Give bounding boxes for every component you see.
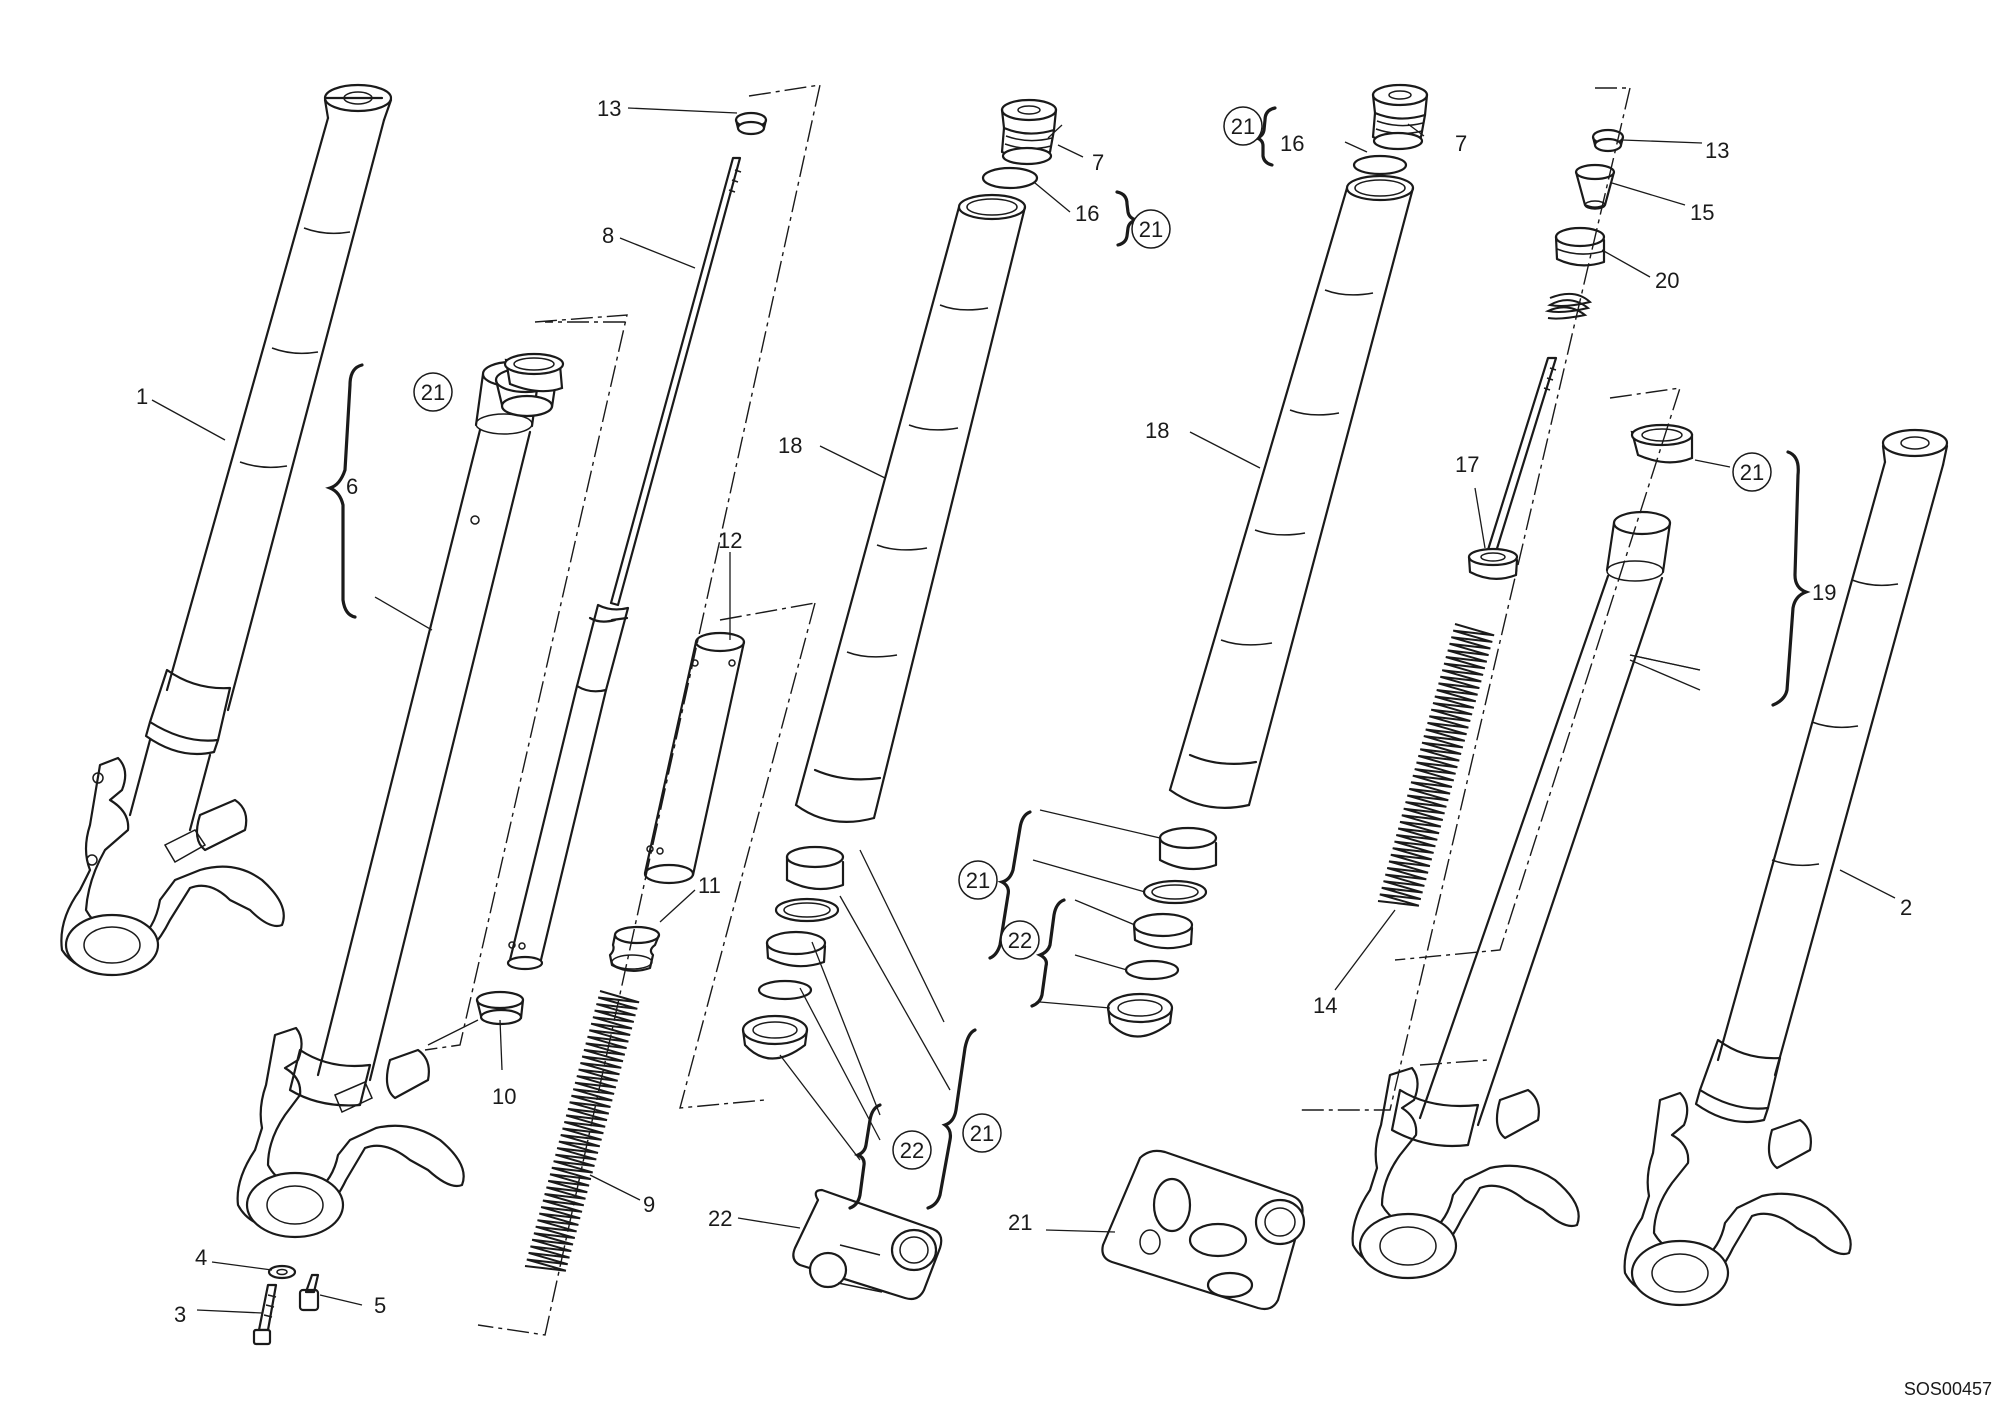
callout-circles — [413, 106, 1772, 1170]
nut-13-left — [734, 111, 768, 136]
label-13-right: 13 — [1705, 138, 1729, 163]
spring-9 — [524, 990, 640, 1272]
screw-3 — [252, 1283, 278, 1346]
spring-seat-15 — [1574, 163, 1616, 210]
label-16-right: 16 — [1280, 131, 1304, 156]
bushing-21-left — [503, 352, 565, 393]
assembly-lines — [424, 84, 1682, 1336]
label-5: 5 — [374, 1293, 386, 1318]
inner-tube-18-center — [794, 193, 1027, 823]
label-16-center: 16 — [1075, 201, 1099, 226]
label-7-right: 7 — [1455, 131, 1467, 156]
label-2: 2 — [1900, 895, 1912, 920]
bushing-20 — [1554, 226, 1606, 267]
small-spring — [1544, 292, 1593, 320]
label-18-right: 18 — [1145, 418, 1169, 443]
top-cap-7-center — [1000, 98, 1058, 166]
damper-rod-8 — [506, 156, 742, 971]
label-21-plain: 21 — [1008, 1210, 1032, 1235]
callout-22-b — [1000, 920, 1040, 960]
label-4: 4 — [195, 1245, 207, 1270]
bushing-17 — [1467, 547, 1519, 580]
part-labels: 1 13 8 6 7 16 18 12 11 10 9 22 4 3 5 16 … — [136, 96, 1912, 1327]
label-12: 12 — [718, 528, 742, 553]
callout-22-a-text: 22 — [900, 1138, 924, 1163]
seal-kit-21-box — [1101, 1149, 1306, 1311]
callout-21-f — [958, 860, 998, 900]
o-ring-16-right — [1352, 154, 1408, 176]
bushing-11 — [608, 925, 661, 972]
washer-4 — [267, 1264, 297, 1280]
bushing-21-right — [1630, 423, 1694, 464]
label-18-center: 18 — [778, 433, 802, 458]
inner-tube-18-right — [1168, 174, 1415, 809]
callout-21-b-text: 21 — [1139, 217, 1163, 242]
fork-leg-right-assembly — [1623, 428, 1949, 1307]
tube-12 — [643, 631, 746, 885]
label-11: 11 — [698, 873, 721, 898]
seals-stack-center — [741, 845, 845, 1060]
callout-21-e — [962, 1113, 1002, 1153]
fork-leg-left-assembly — [60, 83, 393, 977]
label-6: 6 — [346, 474, 358, 499]
callout-21-d-text: 21 — [1740, 460, 1764, 485]
screw-5 — [298, 1273, 320, 1312]
spring-14 — [1377, 623, 1495, 907]
callout-21-c-text: 21 — [1231, 114, 1255, 139]
label-3: 3 — [174, 1302, 186, 1327]
drawing-code: SOS00457 — [1904, 1379, 1992, 1399]
callout-21-c — [1223, 106, 1263, 146]
callout-labels: 21 21 21 21 21 21 22 22 — [421, 114, 1764, 1163]
callout-21-d — [1732, 452, 1772, 492]
label-1: 1 — [136, 384, 148, 409]
label-7-center: 7 — [1092, 150, 1104, 175]
o-ring-16-center — [981, 166, 1039, 190]
callout-22-a — [892, 1130, 932, 1170]
callout-21-f-text: 21 — [966, 868, 990, 893]
seals-stack-right — [1106, 826, 1218, 1038]
label-20: 20 — [1655, 268, 1679, 293]
label-10: 10 — [492, 1084, 516, 1109]
label-13-left: 13 — [597, 96, 621, 121]
label-19: 19 — [1812, 580, 1836, 605]
label-9: 9 — [643, 1192, 655, 1217]
label-8: 8 — [602, 223, 614, 248]
label-15: 15 — [1690, 200, 1714, 225]
braces — [325, 106, 1811, 1210]
callout-21-a-text: 21 — [421, 380, 445, 405]
bushing-10 — [475, 990, 525, 1026]
callout-21-e-text: 21 — [970, 1121, 994, 1146]
label-17: 17 — [1455, 452, 1479, 477]
fork-outer-tube-right — [1351, 510, 1672, 1280]
nut-13-right — [1591, 128, 1625, 153]
label-14: 14 — [1313, 993, 1337, 1018]
callout-22-b-text: 22 — [1008, 928, 1032, 953]
label-22-plain: 22 — [708, 1206, 732, 1231]
seal-kit-22-box — [792, 1188, 943, 1301]
callout-21-a — [413, 372, 453, 412]
leader-lines — [151, 107, 1896, 1314]
damper-rod-right — [1485, 356, 1558, 557]
callout-21-b — [1131, 209, 1171, 249]
top-cap-7-right — [1371, 83, 1429, 151]
